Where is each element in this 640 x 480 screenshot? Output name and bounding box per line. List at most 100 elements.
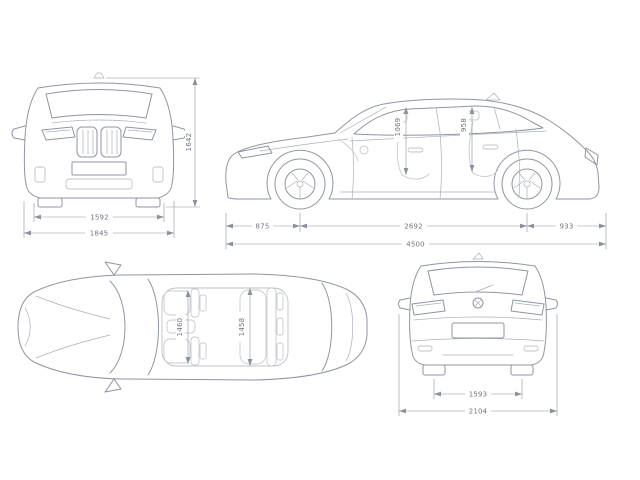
dimension-front-overall-width: 1845 [23, 201, 175, 238]
taillight-side [584, 147, 599, 166]
door-seam-front [351, 136, 354, 200]
dimension-overall-height: 1642 [106, 77, 200, 208]
dim-label-front-width: 1845 [90, 230, 109, 238]
side-car-body [225, 92, 600, 210]
dim-label-front-interior-width: 1460 [176, 318, 184, 337]
dimension-front-interior-width: 1460 [176, 290, 191, 364]
dimension-rear-headroom: 958 [460, 107, 475, 172]
roof-line [37, 82, 161, 89]
lower-air-intake [65, 178, 133, 190]
panoramic-roof [161, 287, 289, 367]
license-plate [71, 161, 127, 176]
c-pillar [493, 106, 501, 130]
side-intake-left [34, 166, 46, 183]
mirror-left [398, 297, 411, 311]
wiper-icon [474, 284, 494, 293]
steering-wheel-icon [359, 145, 369, 155]
dim-label-wheelbase: 2692 [404, 223, 423, 231]
hood-crease [259, 138, 349, 152]
belt-line [349, 130, 547, 142]
antenna-fin-icon [93, 72, 105, 79]
dim-label-front-overhang: 875 [256, 223, 270, 231]
rear-wheel [501, 158, 553, 210]
dim-label-rear-headroom: 958 [460, 118, 468, 132]
dim-label-front-headroom: 1069 [394, 118, 402, 137]
door-seam-mid [439, 132, 442, 200]
bumper-seam [411, 338, 545, 342]
windshield [45, 89, 153, 119]
windshield-base [109, 280, 126, 374]
dim-label-front-track: 1592 [90, 214, 109, 222]
hood-line-right [35, 334, 111, 359]
reflector-left [417, 345, 433, 352]
dimension-front-track-width: 1592 [33, 203, 165, 222]
body-outline [17, 273, 368, 381]
dim-label-rear-interior-width: 1458 [238, 318, 246, 337]
side-view-drawing: 1069 958 875 2692 933 4500 [225, 92, 607, 249]
rear-window [427, 266, 529, 296]
seat-front-left [163, 290, 191, 316]
body-outline [409, 265, 547, 366]
headlight-right [122, 126, 157, 141]
dimension-rear-track-width: 1593 [433, 379, 523, 399]
top-view-drawing: 1460 1458 [17, 261, 368, 393]
license-plate [451, 322, 505, 339]
windshield-inner [339, 106, 387, 134]
rear-headrest [467, 110, 480, 121]
roof-line [420, 261, 536, 267]
front-car-body [11, 72, 187, 208]
interior-side [337, 110, 499, 180]
dimension-length-group: 875 2692 933 4500 [225, 213, 607, 249]
dim-label-overall-length: 4500 [406, 241, 425, 249]
headlight-side [237, 145, 273, 159]
hood-line-left [35, 295, 111, 320]
wheel-right [135, 197, 161, 208]
front-view-drawing: 1592 1845 1642 [11, 72, 200, 238]
taillight-right [510, 299, 545, 316]
dim-label-height: 1642 [185, 133, 193, 152]
mirror-right [104, 378, 122, 393]
front-wheel [274, 158, 326, 210]
rear-view-drawing: 1593 2104 [398, 252, 558, 416]
door-handle-rear [482, 144, 499, 150]
front-cushion [401, 173, 430, 180]
antenna-fin-icon [485, 92, 501, 101]
dim-label-rear-overhang: 933 [560, 223, 574, 231]
rear-cushion [472, 169, 499, 177]
door-handle-front [407, 147, 424, 153]
seat-front-right [163, 338, 191, 364]
reflector-right [523, 345, 539, 352]
cowl-line [51, 119, 147, 124]
taillight-left [411, 299, 446, 316]
wheel-left [37, 197, 63, 208]
dimension-width-incl-mirrors: 2104 [398, 314, 558, 416]
antenna-fin-icon [472, 252, 484, 260]
b-pillar [435, 107, 441, 133]
nose-arc [24, 307, 31, 347]
side-intake-right [152, 166, 164, 183]
tailgate-seam [413, 316, 543, 321]
rear-car-body [398, 252, 558, 376]
windshield-top [147, 278, 159, 376]
dimension-rear-interior-width: 1458 [238, 288, 253, 366]
door-seam-rear [515, 128, 521, 198]
body-outline [23, 87, 175, 199]
bmw-roundel-icon [472, 297, 484, 309]
mirror-left [11, 125, 26, 141]
dimension-front-headroom: 1069 [394, 107, 409, 175]
wheel-left [422, 364, 446, 376]
mirror-left [104, 261, 122, 276]
side-glass [353, 105, 544, 136]
top-car-body [17, 261, 368, 393]
dim-label-rear-track: 1593 [469, 391, 488, 399]
rear-seatback [468, 121, 474, 174]
rear-glass-base [345, 292, 354, 362]
dashboard [337, 138, 359, 162]
body-outline [225, 98, 600, 200]
kidney-grille-icon [76, 126, 122, 158]
headlight-left [41, 126, 76, 141]
dim-label-rear-overall-width: 2104 [469, 408, 488, 416]
mirror-right [545, 297, 558, 311]
rear-glass-top [321, 282, 333, 372]
